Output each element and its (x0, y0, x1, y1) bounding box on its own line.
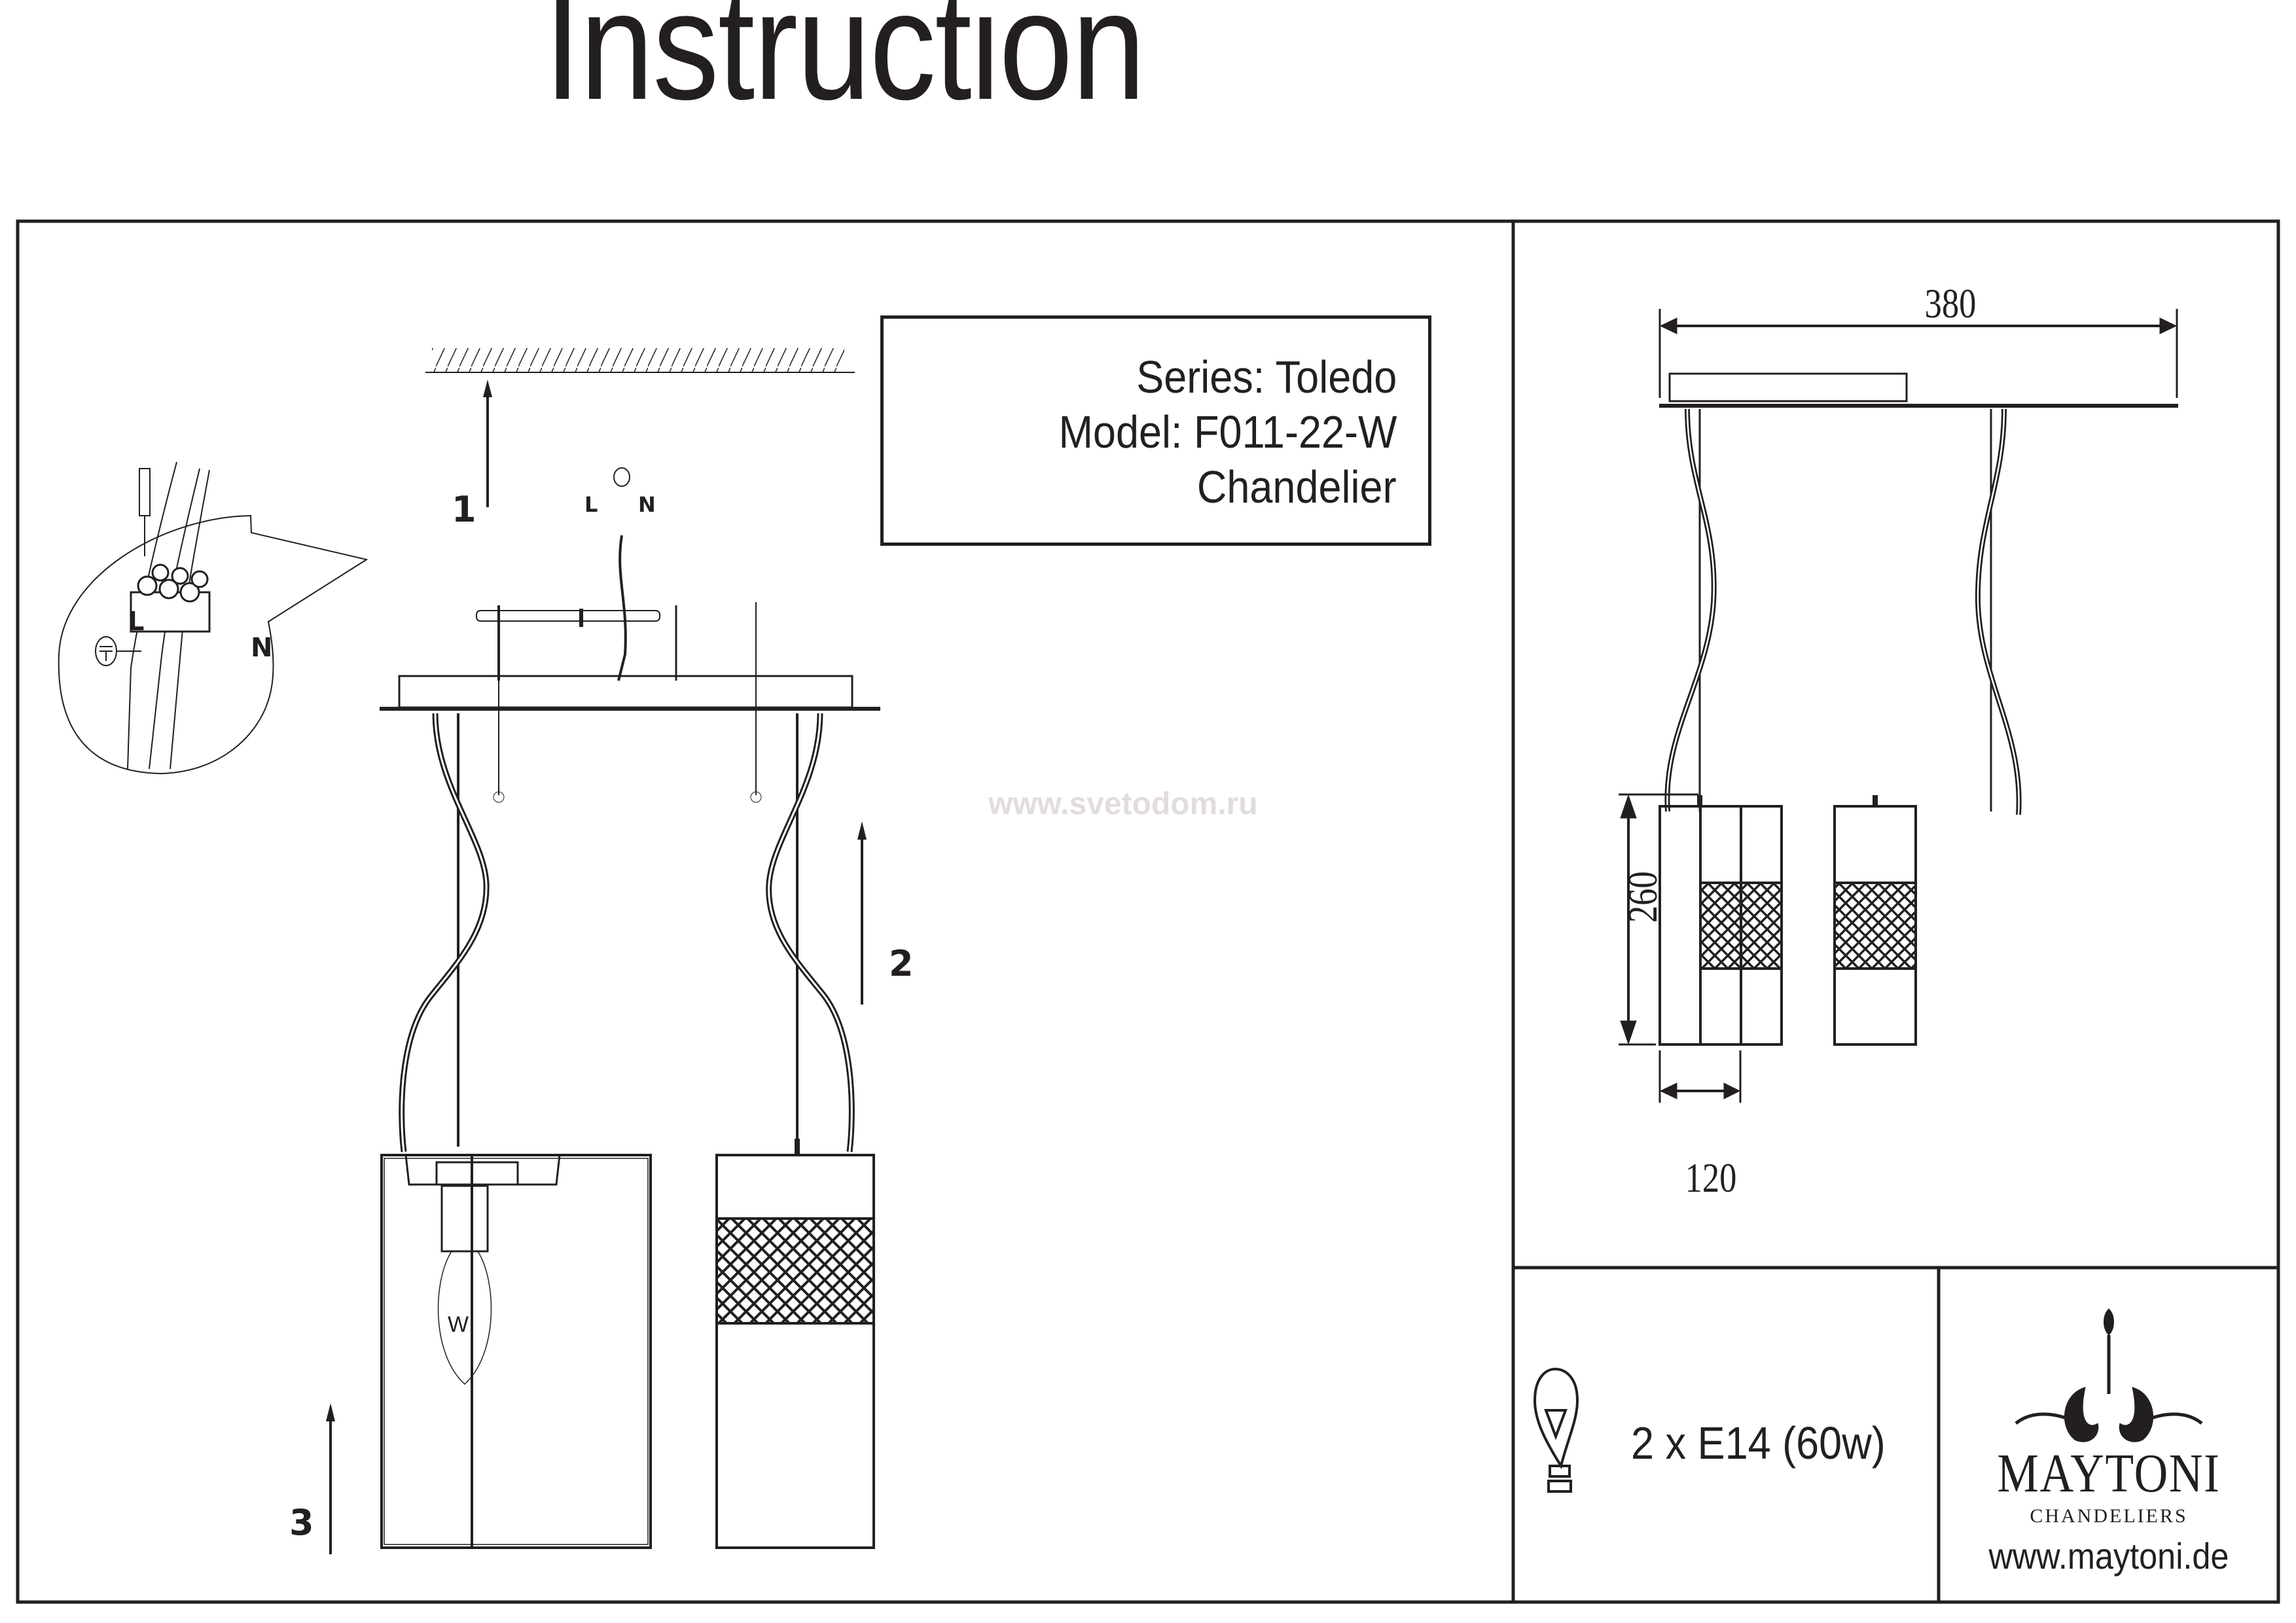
step-2-arrow-icon (857, 821, 867, 1005)
brand-name: MAYTONI (1997, 1443, 2221, 1504)
product-info-box: Series: Toledo Model: F011-22-W Chandeli… (880, 315, 1431, 546)
step-2-number: 2 (889, 943, 914, 984)
dimension-drawing (1619, 309, 2178, 1103)
dimension-width: 380 (1924, 280, 1977, 327)
mounting-bracket (476, 467, 762, 803)
bulb-marking: W (448, 1312, 469, 1337)
model-label: Model: F011-22-W (1058, 406, 1397, 457)
canopy-assembly (380, 675, 880, 711)
lamp-spec: 2 x E14 (60w) (1631, 1418, 1886, 1469)
callout-neutral-label: N (251, 633, 273, 663)
brand-website-link[interactable]: www.maytoni.de (1988, 1535, 2229, 1577)
step-1-arrow-icon (483, 380, 492, 507)
step-3-arrow-icon (326, 1403, 335, 1554)
dimension-shade-diameter: 120 (1685, 1154, 1737, 1201)
supply-neutral-label: N (638, 492, 656, 517)
light-bulb-icon (1533, 1367, 1579, 1493)
page-frame (16, 219, 2280, 1604)
product-type-label: Chandelier (1197, 461, 1397, 512)
callout-live-label: L (128, 607, 145, 637)
step-1-number: 1 (452, 489, 476, 530)
shade-cutaway (380, 1154, 652, 1549)
suspension-cords (399, 713, 855, 1152)
chandelier-ornament-icon (2015, 1308, 2203, 1442)
document-title: Instruction (544, 0, 1145, 132)
series-label: Series: Toledo (1136, 351, 1397, 402)
ceiling-surface (425, 348, 855, 373)
watermark: www.svetodom.ru (988, 787, 1258, 821)
wiring-detail-callout (58, 461, 368, 775)
supply-live-label: L (584, 492, 598, 517)
step-3-number: 3 (289, 1502, 314, 1543)
dimension-height: 260 (1619, 871, 1666, 923)
brand-subtitle: CHANDELIERS (2030, 1505, 2188, 1527)
shade-mesh (715, 1139, 875, 1549)
